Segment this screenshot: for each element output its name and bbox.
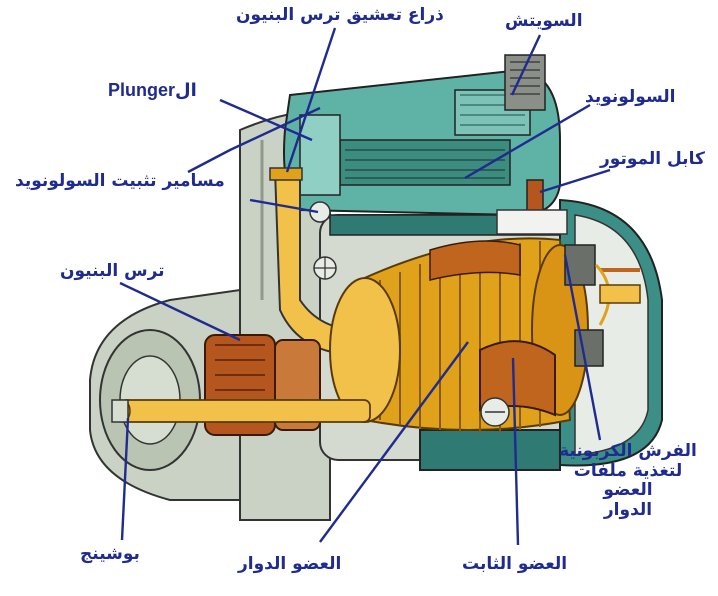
label-plunger: Plungerال: [108, 80, 197, 102]
label-solenoid-screws: مسامير تثبيت السولونويد: [15, 171, 225, 191]
leader-pinion-gear: [119, 281, 241, 342]
solenoid-screws: [309, 201, 337, 280]
motor-cable: [496, 179, 568, 235]
leader-plunger: [219, 98, 313, 142]
label-motor-cable: كابل الموتور: [600, 149, 705, 169]
label-bushing: بوشينج: [80, 544, 140, 564]
leader-switch: [510, 34, 542, 96]
label-switch: السويتش: [505, 11, 583, 31]
leader-lines: [119, 27, 611, 546]
label-carbon-brushes-line1: الفرش الكربونية: [559, 441, 697, 461]
leader-bushing: [120, 417, 130, 541]
leader-stator: [511, 357, 520, 546]
label-rotor: العضو الدوار: [238, 554, 342, 574]
leader-solenoid-screws-upper: [187, 106, 321, 174]
switch-terminal: [504, 54, 546, 111]
leader-rotor: [319, 341, 469, 543]
solenoid-body: [283, 68, 561, 217]
label-stator: العضو الثابت: [462, 554, 568, 574]
label-plunger-word: Plunger: [108, 80, 176, 100]
leader-solenoid: [464, 103, 591, 180]
label-engagement-lever: ذراع تعشيق ترس البنيون: [236, 5, 444, 25]
label-solenoid: السولونويد: [585, 87, 676, 107]
leader-solenoid-screws-lower: [249, 198, 319, 214]
leader-motor-cable: [539, 168, 611, 194]
leader-engagement-lever: [285, 27, 337, 173]
label-pinion-gear: ترس البنيون: [60, 261, 165, 281]
label-plunger-prefix: ال: [175, 80, 197, 101]
bushing: [111, 399, 129, 423]
label-carbon-brushes: الفرش الكربونية لتغذية ملفات العضو الدوا…: [548, 441, 708, 520]
drive-shaft: [113, 284, 641, 423]
label-carbon-brushes-line2: لتغذية ملفات العضو: [573, 460, 683, 501]
leader-carbon-brushes: [563, 254, 602, 441]
stator-pole: [429, 240, 556, 427]
label-carbon-brushes-line3: الدوار: [603, 499, 653, 520]
